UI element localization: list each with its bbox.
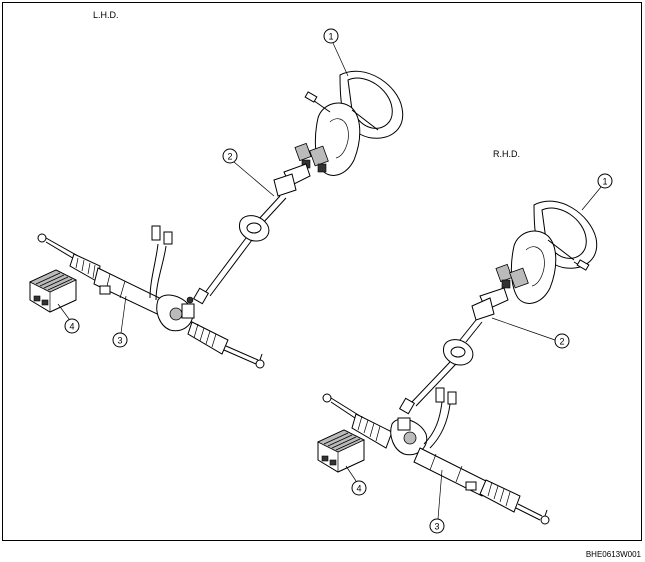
lhd-callout-1: 1 bbox=[323, 28, 349, 77]
lhd-steering-column-icon bbox=[192, 142, 329, 305]
lhd-callout-4: 4 bbox=[57, 303, 80, 334]
rhd-callout-3: 3 bbox=[429, 469, 445, 534]
lhd-callout-2: 2 bbox=[222, 148, 275, 197]
svg-text:1: 1 bbox=[328, 32, 333, 42]
svg-text:3: 3 bbox=[434, 522, 439, 532]
rhd-callout-1: 1 bbox=[581, 173, 613, 211]
lhd-control-module-icon bbox=[29, 269, 77, 313]
rhd-steering-column-icon bbox=[398, 263, 529, 415]
rhd-control-module-icon bbox=[317, 429, 365, 473]
svg-text:4: 4 bbox=[69, 322, 74, 332]
drawing-code: BHE0613W001 bbox=[585, 550, 641, 559]
lhd-label: L.H.D. bbox=[93, 10, 119, 20]
rhd-label: R.H.D. bbox=[493, 149, 520, 159]
svg-text:2: 2 bbox=[227, 152, 232, 162]
rhd-callout-4: 4 bbox=[345, 465, 367, 496]
svg-text:4: 4 bbox=[356, 484, 361, 494]
svg-text:3: 3 bbox=[117, 336, 122, 346]
rhd-steering-gear-icon bbox=[322, 387, 550, 525]
rhd-callout-2: 2 bbox=[491, 317, 570, 349]
lhd-steering-wheel-icon bbox=[304, 70, 404, 176]
svg-text:2: 2 bbox=[559, 337, 564, 347]
lhd-steering-gear-icon bbox=[37, 225, 265, 369]
lhd-callout-3: 3 bbox=[112, 295, 128, 348]
svg-text:1: 1 bbox=[602, 177, 607, 187]
diagram-frame bbox=[2, 2, 642, 541]
rhd-steering-wheel-icon bbox=[510, 200, 598, 304]
